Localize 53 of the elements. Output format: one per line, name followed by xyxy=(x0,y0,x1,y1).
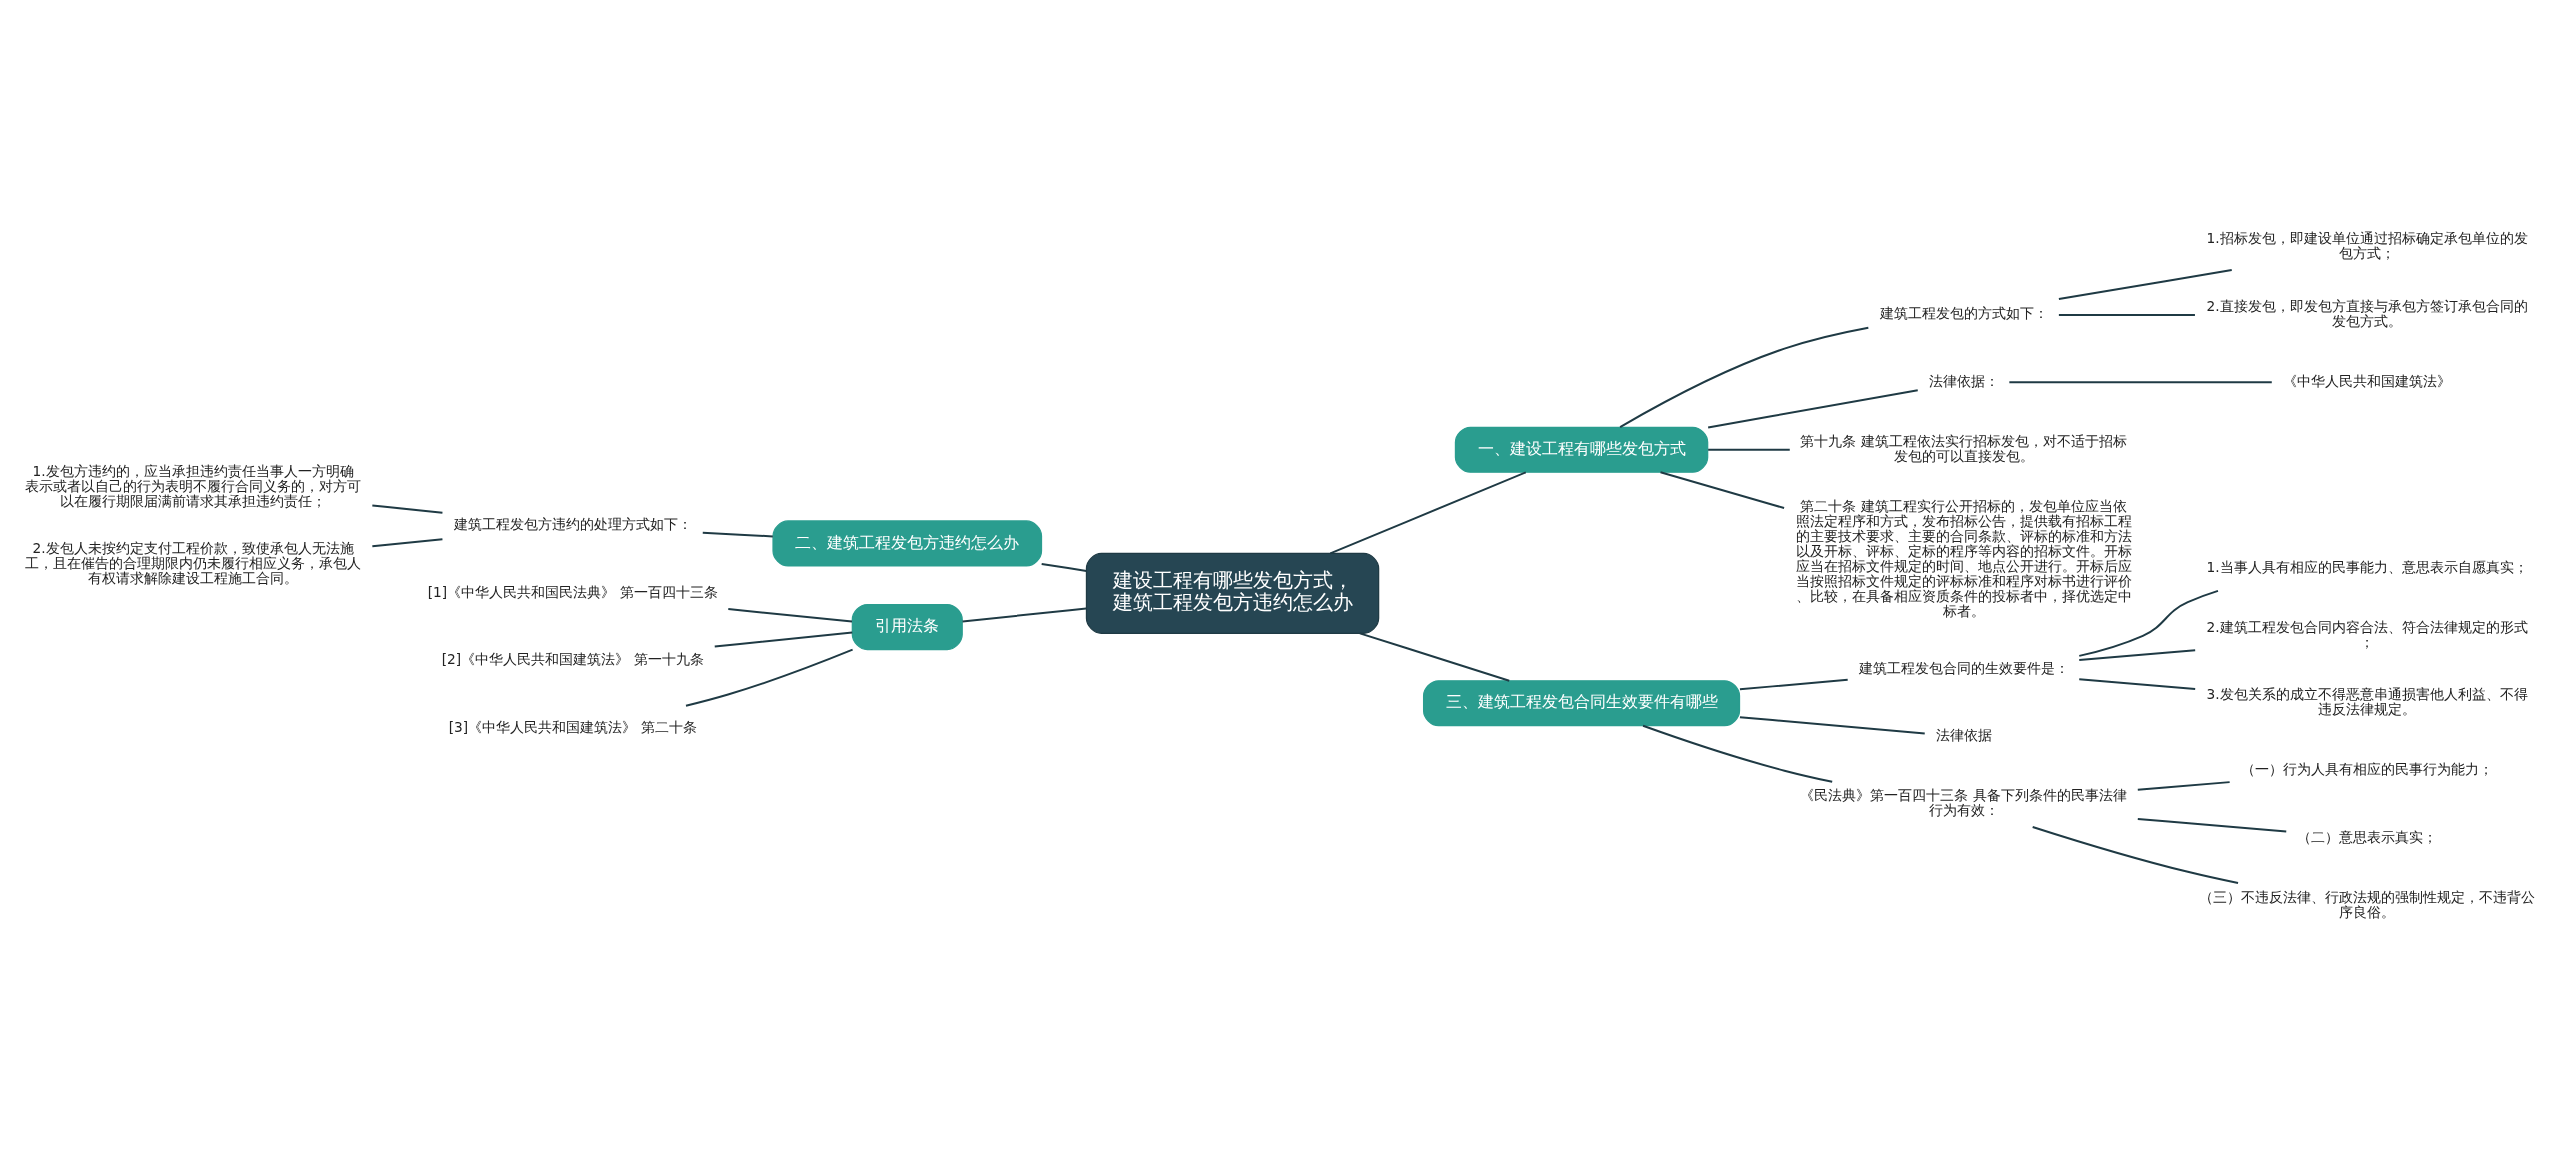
connector xyxy=(1329,471,1527,555)
connector xyxy=(1619,326,1870,429)
node-text: 2.建筑工程发包合同内容合法、符合法律规定的形式； xyxy=(2206,618,2528,650)
node-text: 2.发包人未按约定支付工程价款，致使承包人无法施工，且在催告的合理期限内仍未履行相应义务，承包人有权请求解除建设工程施工合同。 xyxy=(25,540,362,587)
connector xyxy=(2031,825,2240,885)
connector xyxy=(1642,724,1834,783)
node-text: 法律依据： xyxy=(1928,372,1999,389)
connector xyxy=(961,607,1088,623)
node-text: 《中华人民共和国建筑法》 xyxy=(2282,372,2451,389)
connector xyxy=(1040,563,1088,572)
connector xyxy=(2136,781,2231,791)
connector xyxy=(2078,678,2197,690)
connector xyxy=(1358,632,1511,682)
node-box: 引用法条 xyxy=(851,603,963,651)
node-box: 三、建筑工程发包合同生效要件有哪些 xyxy=(1422,680,1741,727)
node-text: 1.发包方违约的，应当承担违约责任当事人一方明确表示或者以自己的行为表明不履行合同义务的，对方可以在履行期限届满前请求其承担违约责任； xyxy=(25,462,362,509)
connector xyxy=(371,538,444,548)
node-text: 1.招标发包，即建设单位通过招标确定承包单位的发包方式； xyxy=(2206,230,2528,262)
connector xyxy=(684,648,854,707)
node-text: [1]《中华人民共和国民法典》 第一百四十三条 xyxy=(427,583,718,600)
node-text: 1.当事人具有相应的民事能力、意思表示自愿真实； xyxy=(2206,558,2528,575)
node-text: 《民法典》第一百四十三条 具备下列条件的民事法律行为有效： xyxy=(1800,787,2127,819)
node-text: （二）意思表示真实； xyxy=(2296,828,2437,845)
connector xyxy=(1738,678,1849,691)
connector xyxy=(2078,649,2197,661)
connector xyxy=(701,531,774,538)
connector xyxy=(1738,716,1926,735)
connector xyxy=(2078,589,2219,657)
node-box: 二、建筑工程发包方违约怎么办 xyxy=(772,520,1043,567)
connector xyxy=(371,504,444,514)
node-text: 建筑工程发包合同的生效要件是： xyxy=(1858,660,2069,677)
connector xyxy=(1707,389,1919,429)
node-text: 法律依据 xyxy=(1935,727,1992,744)
node-text: 第十九条 建筑工程依法实行招标发包，对不适于招标发包的可以直接发包。 xyxy=(1800,432,2127,464)
connector xyxy=(1659,471,1786,509)
connector xyxy=(2057,313,2196,316)
connector xyxy=(2057,269,2233,301)
connector xyxy=(2008,381,2273,384)
node-text: 建筑工程发包的方式如下： xyxy=(1879,305,2048,322)
node-box: 建设工程有哪些发包方式，建筑工程发包方违约怎么办 xyxy=(1085,552,1380,634)
node-text: 2.直接发包，即发包方直接与承包方签订承包合同的发包方式。 xyxy=(2206,297,2528,329)
node-text: （三）不违反法律、行政法规的强制性规定，不违背公序良俗。 xyxy=(2198,888,2535,920)
node-text: 建筑工程发包方违约的处理方式如下： xyxy=(453,516,692,533)
connector xyxy=(1707,448,1791,451)
connector xyxy=(727,608,853,623)
node-text: 3.发包关系的成立不得恶意串通损害他人利益、不得违反法律规定。 xyxy=(2206,686,2528,718)
node-text: [3]《中华人民共和国建筑法》 第二十条 xyxy=(448,718,697,735)
node-text: 第二十条 建筑工程实行公开招标的，发包单位应当依照法定程序和方式，发布招标公告，提供载有招标工程的主要技术要求、主要的合同条款、评标的标准和方法以及开标、评标、定标的程序等内容的招标文件。开标应当在招标文件规定的时间、地点公开进行。开标后应当按照招标文件规定的评标标准和程序对标书进行评价、比较，在具备相应资质条件的投标者中，择优选定中标者。 xyxy=(1795,497,2132,619)
node-text: [2]《中华人民共和国建筑法》 第一十九条 xyxy=(441,651,704,668)
connector xyxy=(2136,817,2288,833)
node-box: 一、建设工程有哪些发包方式 xyxy=(1454,426,1709,473)
connector xyxy=(713,631,854,648)
node-text: （一）行为人具有相应的民事行为能力； xyxy=(2240,761,2493,778)
